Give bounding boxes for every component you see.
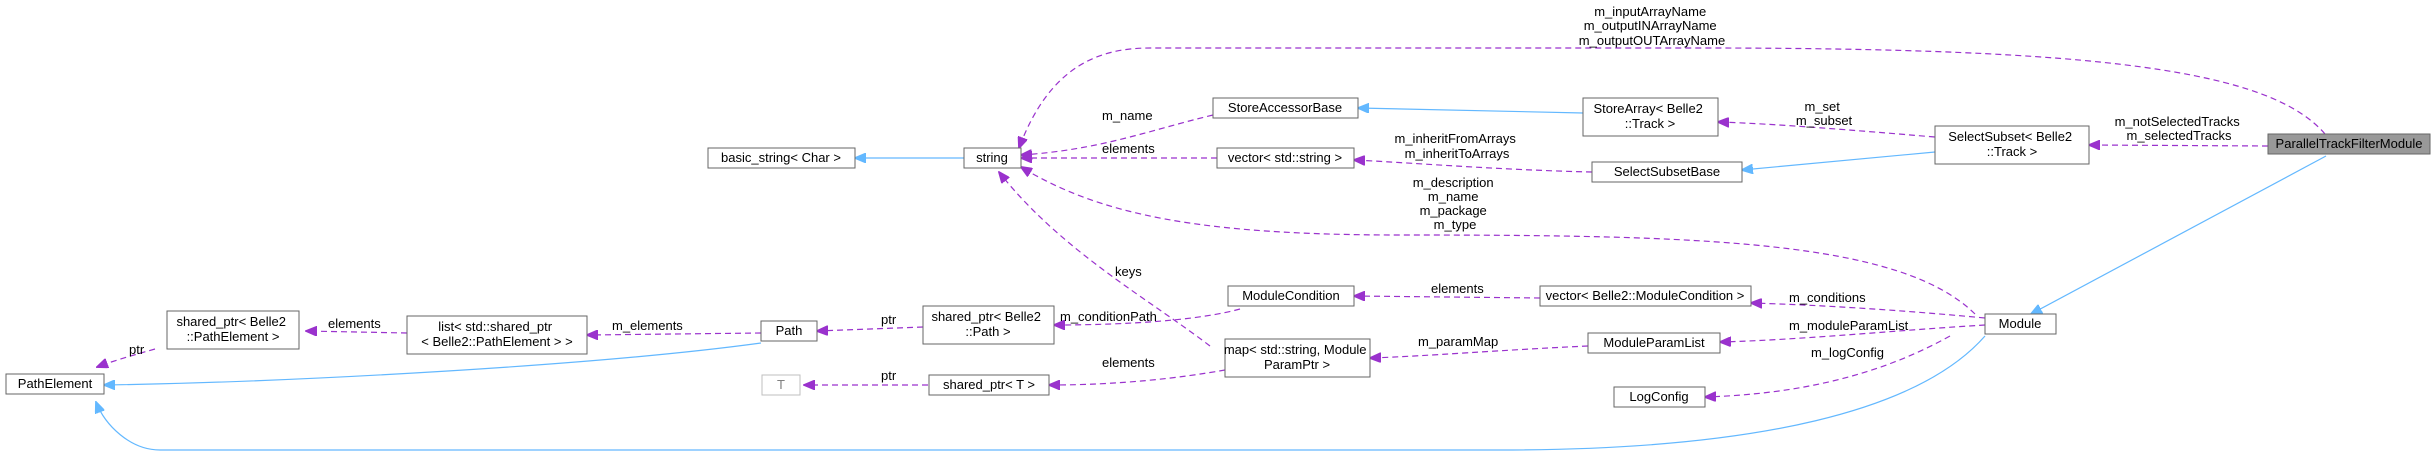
node-store-array[interactable]: StoreArray< Belle2 ::Track > bbox=[1582, 97, 1719, 137]
node-t[interactable]: T bbox=[761, 374, 801, 396]
svg-text:ParallelTrackFilterModule: ParallelTrackFilterModule bbox=[2276, 136, 2423, 151]
edge-label-m-conditions: m_conditions bbox=[1789, 290, 1866, 305]
edge-label-elements: elements bbox=[1102, 355, 1155, 370]
edge-module-to-pathelement bbox=[96, 335, 1986, 451]
edge-map-to-string bbox=[999, 172, 1211, 347]
edge-label-m-param-map: m_paramMap bbox=[1418, 334, 1498, 349]
edge-map-to-shared-ptr-t bbox=[1049, 369, 1226, 385]
svg-text:ModuleParamList: ModuleParamList bbox=[1603, 335, 1705, 350]
edge-label-m-description: m_description m_name m_package m_type bbox=[1413, 175, 1498, 232]
edge-parallel-module-to-select-subset bbox=[2089, 145, 2269, 146]
node-vector-string[interactable]: vector< std::string > bbox=[1216, 147, 1355, 169]
node-shared-ptr-path[interactable]: shared_ptr< Belle2 ::Path > bbox=[922, 305, 1055, 345]
svg-text:SelectSubsetBase: SelectSubsetBase bbox=[1614, 164, 1720, 179]
svg-text:Module: Module bbox=[1999, 316, 2042, 331]
edge-label-elements: elements bbox=[1102, 141, 1155, 156]
svg-text:PathElement: PathElement bbox=[18, 376, 93, 391]
edge-label-m-module-param-list: m_moduleParamList bbox=[1789, 318, 1909, 333]
edge-module-to-string bbox=[1021, 167, 1976, 315]
svg-text:shared_ptr< Belle2 ::P: shared_ptr< Belle2 ::PathElement > bbox=[176, 314, 289, 344]
edge-label-m-inherit: m_inheritFromArrays m_inheritToArrays bbox=[1395, 131, 1520, 161]
node-module-condition[interactable]: ModuleCondition bbox=[1227, 285, 1355, 307]
edge-module-to-vector-module-condition bbox=[1751, 303, 1986, 319]
node-shared-ptr-pathelement[interactable]: shared_ptr< Belle2 ::PathElement > bbox=[166, 310, 300, 350]
nodes: PathElement shared_ptr< Belle2 ::PathEle… bbox=[5, 97, 2431, 408]
edge-store-accessor-base-to-string bbox=[1021, 114, 1214, 155]
edge-label-keys: keys bbox=[1115, 264, 1142, 279]
edge-label-m-condition-path: m_conditionPath bbox=[1060, 309, 1157, 324]
svg-text:SelectSubset< Belle2 :: SelectSubset< Belle2 ::Track > bbox=[1948, 129, 2076, 159]
svg-text:LogConfig: LogConfig bbox=[1629, 389, 1688, 404]
edge-label-m-set: m_set m_subset bbox=[1796, 99, 1853, 128]
svg-text:shared_ptr< Belle2 ::P: shared_ptr< Belle2 ::Path > bbox=[931, 309, 1044, 339]
edge-label-m-input-arrays: m_inputArrayName m_outputINArrayName m_o… bbox=[1579, 4, 1725, 48]
svg-text:ModuleCondition: ModuleCondition bbox=[1242, 288, 1340, 303]
edges bbox=[96, 47, 2327, 451]
edge-label-ptr: ptr bbox=[881, 368, 897, 383]
edge-select-subset-to-store-array bbox=[1718, 122, 1936, 138]
edge-shared-ptr-path-to-path bbox=[817, 327, 924, 331]
svg-text:T: T bbox=[777, 377, 785, 392]
edge-module-to-module-param-list bbox=[1720, 324, 1986, 342]
svg-text:shared_ptr< T >: shared_ptr< T > bbox=[943, 377, 1035, 392]
node-vector-module-condition[interactable]: vector< Belle2::ModuleCondition > bbox=[1539, 285, 1752, 307]
edge-path-to-list bbox=[587, 333, 762, 335]
node-path[interactable]: Path bbox=[760, 320, 818, 342]
node-module-param-list[interactable]: ModuleParamList bbox=[1587, 332, 1721, 354]
node-log-config[interactable]: LogConfig bbox=[1613, 386, 1706, 408]
node-list-shared-ptr[interactable]: list< std::shared_ptr < Belle2::PathElem… bbox=[406, 315, 588, 355]
edge-select-subset-base-to-vector-string bbox=[1354, 160, 1593, 173]
edge-select-subset-to-select-subset-base bbox=[1742, 151, 1936, 170]
svg-text:StoreAccessorBase: StoreAccessorBase bbox=[1228, 100, 1342, 115]
edge-list-to-shared-ptr-pathelement bbox=[306, 331, 408, 333]
edge-parallel-module-to-module bbox=[2031, 155, 2327, 314]
edge-module-param-list-to-map bbox=[1370, 345, 1589, 358]
node-module[interactable]: Module bbox=[1984, 313, 2057, 335]
svg-text:vector< std::string >: vector< std::string > bbox=[1228, 150, 1342, 165]
svg-text:Path: Path bbox=[776, 323, 803, 338]
edge-shared-ptr-pathelement-to-pathelement bbox=[97, 348, 156, 367]
node-basic-string[interactable]: basic_string< Char > bbox=[707, 147, 856, 169]
svg-text:StoreArray< Belle2 ::T: StoreArray< Belle2 ::Track > bbox=[1593, 101, 1706, 131]
edge-label-elements: elements bbox=[1431, 281, 1484, 296]
svg-text:vector< Belle2::ModuleConditio: vector< Belle2::ModuleCondition > bbox=[1546, 288, 1745, 303]
edge-path-to-pathelement bbox=[104, 342, 762, 385]
edge-labels: ptr elements m_elements ptr ptr m_name e… bbox=[129, 4, 2244, 383]
svg-text:basic_string< Char >: basic_string< Char > bbox=[721, 150, 841, 165]
edge-label-m-log-config: m_logConfig bbox=[1811, 345, 1884, 360]
node-string[interactable]: string bbox=[963, 147, 1022, 169]
svg-text:list< std::shared_ptr: list< std::shared_ptr < Belle2::PathElem… bbox=[421, 319, 572, 349]
edge-label-m-elements: m_elements bbox=[612, 318, 683, 333]
node-parallel-track-filter-module[interactable]: ParallelTrackFilterModule bbox=[2267, 133, 2431, 155]
edge-label-m-name: m_name bbox=[1102, 108, 1153, 123]
edge-vector-module-condition-to-module-condition bbox=[1354, 296, 1541, 298]
edge-label-ptr: ptr bbox=[129, 342, 145, 357]
edge-label-elements: elements bbox=[328, 316, 381, 331]
edge-store-array-to-store-accessor-base bbox=[1358, 108, 1584, 114]
node-pathelement[interactable]: PathElement bbox=[5, 373, 105, 395]
edge-module-condition-to-shared-ptr-path bbox=[1054, 308, 1241, 325]
node-map-string[interactable]: map< std::string, Module ParamPtr > bbox=[1224, 338, 1371, 378]
node-shared-ptr-t[interactable]: shared_ptr< T > bbox=[928, 374, 1050, 396]
node-store-accessor-base[interactable]: StoreAccessorBase bbox=[1212, 97, 1359, 119]
edge-parallel-module-to-string bbox=[1019, 47, 2326, 148]
svg-text:map< std::string, Module: map< std::string, Module ParamPtr > bbox=[1224, 342, 1370, 372]
edge-module-to-log-config bbox=[1705, 335, 1951, 397]
node-select-subset[interactable]: SelectSubset< Belle2 ::Track > bbox=[1934, 125, 2090, 165]
edge-label-m-tracks: m_notSelectedTracks m_selectedTracks bbox=[2115, 114, 2244, 143]
edge-label-ptr: ptr bbox=[881, 312, 897, 327]
node-select-subset-base[interactable]: SelectSubsetBase bbox=[1591, 161, 1743, 183]
svg-text:string: string bbox=[976, 150, 1008, 165]
